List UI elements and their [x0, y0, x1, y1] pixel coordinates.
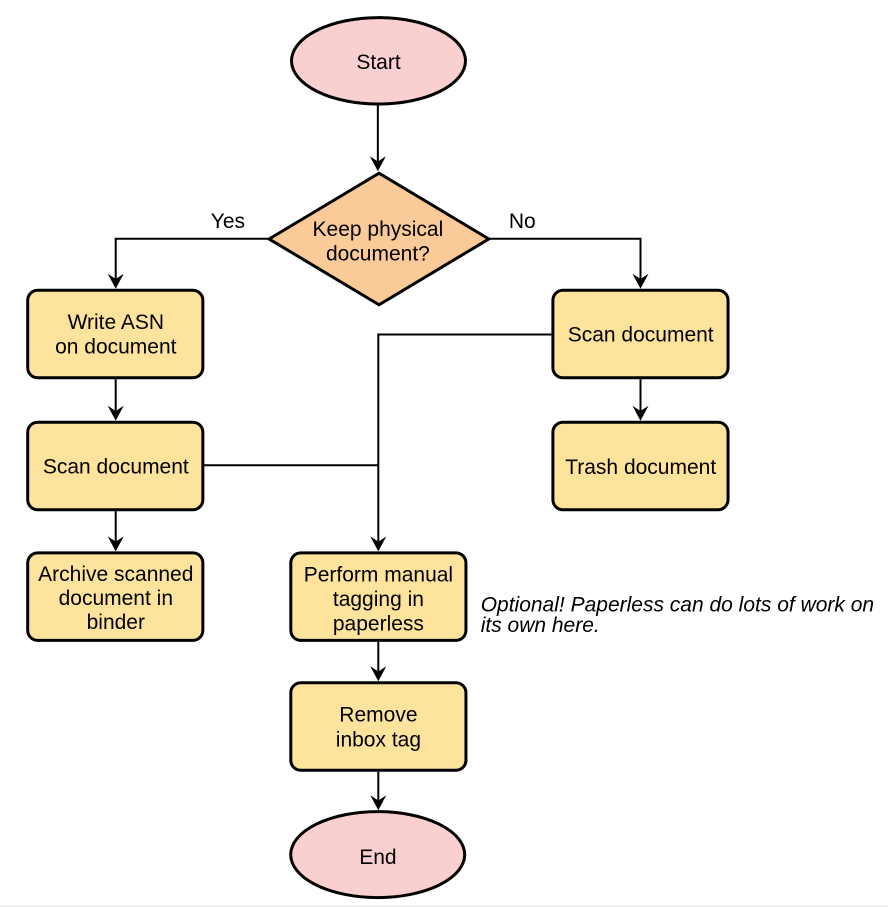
svg-text:Perform manual: Perform manual [304, 564, 453, 587]
svg-text:End: End [359, 846, 396, 869]
svg-text:Archive scanned: Archive scanned [38, 563, 193, 586]
svg-text:Trash document: Trash document [565, 456, 716, 479]
svg-text:No: No [509, 210, 536, 233]
svg-text:tagging in: tagging in [333, 588, 424, 611]
svg-text:Yes: Yes [211, 210, 245, 233]
svg-text:Remove: Remove [339, 704, 417, 727]
svg-text:Start: Start [356, 51, 401, 74]
svg-text:Scan document: Scan document [568, 324, 714, 347]
svg-text:Write ASN: Write ASN [68, 311, 164, 334]
svg-text:binder: binder [87, 611, 145, 634]
svg-text:on document: on document [55, 335, 177, 358]
svg-text:document?: document? [326, 243, 430, 266]
svg-text:Scan document: Scan document [43, 456, 189, 479]
svg-text:Keep physical: Keep physical [313, 218, 444, 241]
svg-text:inbox tag: inbox tag [336, 728, 421, 751]
svg-text:paperless: paperless [333, 612, 424, 635]
svg-text:Optional! Paperless can do lot: Optional! Paperless can do lots of work … [481, 593, 874, 616]
svg-text:document in: document in [59, 587, 173, 610]
svg-text:its own here.: its own here. [481, 614, 600, 637]
